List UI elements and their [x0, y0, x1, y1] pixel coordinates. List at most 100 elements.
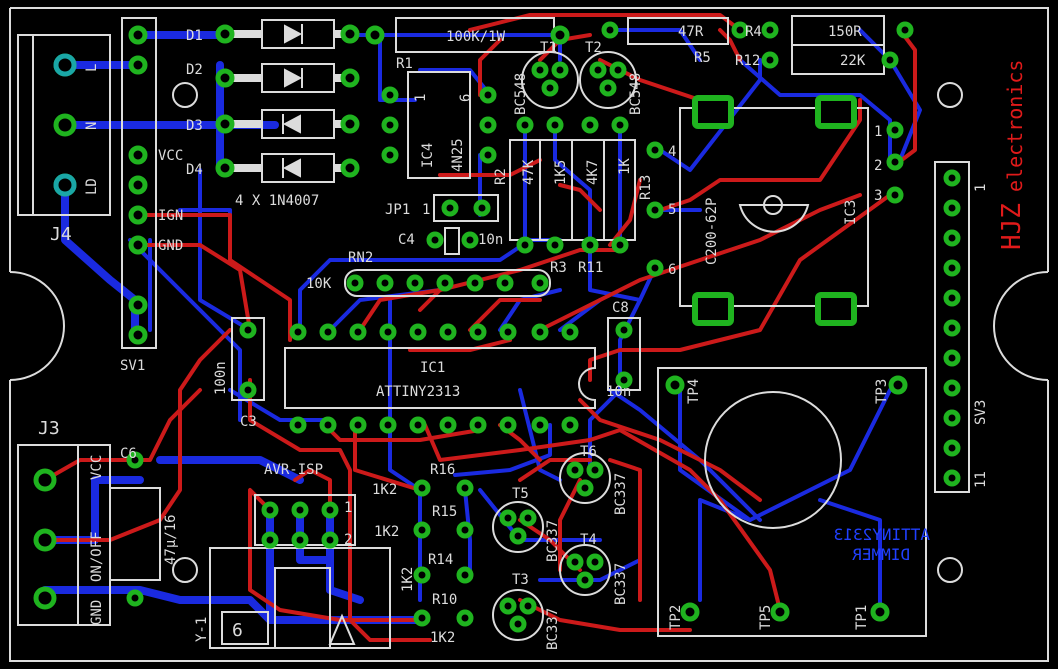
label-r2-value: 47K: [521, 159, 537, 185]
label-r13: R13: [638, 175, 654, 200]
sv3-outline: [934, 161, 970, 493]
t2-outline: [579, 51, 637, 109]
label-r11-value: 4K7: [585, 160, 601, 185]
label-sv3-pin1: 1: [973, 184, 989, 192]
ic4-outline: [407, 71, 471, 179]
label-ign: IGN: [158, 208, 183, 224]
label-ic3-pin2: 2: [874, 158, 882, 174]
label-r15: R15: [432, 504, 457, 520]
label-r10-value: 1K2: [430, 630, 455, 646]
sv1-outline: [121, 17, 157, 349]
label-t5-part: BC337: [545, 520, 561, 562]
r5-outline: [627, 17, 729, 45]
label-ld: LD: [84, 178, 100, 195]
label-r12: R12: [735, 53, 760, 69]
silkscreen-layer: [17, 15, 970, 649]
label-ic3-pin1: 1: [874, 124, 882, 140]
label-diodes: 4 X 1N4007: [235, 193, 319, 209]
label-ic4: IC4: [420, 143, 436, 168]
label-r1-value: 100K/1W: [446, 29, 506, 45]
label-c4: C4: [398, 232, 415, 248]
label-d3: D3: [186, 118, 203, 134]
mount-hole: [172, 82, 198, 108]
label-r12-value: 22K: [840, 53, 866, 69]
label-r3: R3: [550, 260, 567, 276]
mount-hole: [937, 82, 963, 108]
c3-outline: [231, 317, 265, 401]
t6-outline: [559, 452, 611, 504]
board-outline: [9, 7, 1049, 662]
label-avr-isp: AVR-ISP: [264, 462, 323, 478]
label-ic3-pin4: 4: [668, 144, 676, 160]
label-sv1: SV1: [120, 358, 145, 374]
label-t2-part: BC548: [628, 73, 644, 115]
label-jp1: JP1: [385, 202, 410, 218]
label-rn2: RN2: [348, 250, 373, 266]
label-isp-pin1: 1: [344, 500, 352, 516]
label-r1: R1: [396, 56, 413, 72]
label-j3-vcc: VCC: [89, 455, 105, 480]
label-d2: D2: [186, 62, 203, 78]
label-c3: C3: [240, 414, 257, 430]
jp1-outline: [433, 194, 499, 222]
rn2-outline: [344, 269, 551, 297]
label-sv3-pin11: 11: [973, 471, 989, 488]
label-ic3-part: C200-62P: [704, 198, 720, 265]
label-j3: J3: [38, 418, 60, 439]
ic3-pads: [692, 95, 857, 326]
t1-outline: [521, 51, 579, 109]
label-l: L: [84, 64, 100, 72]
ic3-outline: [679, 107, 869, 307]
t3-outline: [492, 589, 544, 641]
label-tp4: TP4: [686, 379, 702, 404]
label-tp5: TP5: [758, 605, 774, 630]
label-t2: T2: [585, 40, 602, 56]
label-t5: T5: [512, 486, 529, 502]
mirrored-board-label: ATTINY2313 DIMMER: [834, 525, 930, 564]
label-ic4-part: 4N25: [450, 138, 466, 172]
label-r15-value: 1K2: [374, 524, 399, 540]
label-t1: T1: [540, 40, 557, 56]
label-ic1: IC1: [420, 360, 445, 376]
label-r5: R5: [694, 50, 711, 66]
label-ic4-pin6: 6: [458, 94, 474, 102]
label-j4: J4: [50, 224, 72, 245]
label-gnd: GND: [158, 238, 183, 254]
label-n: N: [84, 122, 100, 130]
diode-bodies: [225, 30, 350, 172]
silkscreen-text: D1 D2 D3 D4 4 X 1N4007 R1 100K/1W T1 T2 …: [38, 24, 989, 650]
label-t6: T6: [580, 444, 597, 460]
label-t4-part: BC337: [613, 563, 629, 605]
label-r10: R10: [432, 592, 457, 608]
label-sv3: SV3: [973, 400, 989, 425]
mount-hole: [172, 557, 198, 583]
label-tp1: TP1: [854, 605, 870, 630]
label-j3-onoff: ON/OFF: [89, 531, 105, 582]
label-rn2-value: 10K: [306, 276, 332, 292]
label-y1: Y-1: [194, 617, 210, 642]
label-tp2: TP2: [668, 605, 684, 630]
label-r2: R2: [493, 168, 509, 185]
label-c4-value: 10n: [478, 232, 503, 248]
label-c3-value: 100n: [213, 361, 229, 395]
brand-name: HJZ: [997, 203, 1027, 250]
label-c6: C6: [120, 446, 137, 462]
ic1-outline: [284, 347, 596, 409]
board-label-line1: ATTINY2313: [834, 525, 930, 544]
label-r16: R16: [430, 462, 455, 478]
c8-outline: [607, 317, 641, 391]
label-ic3: IC3: [843, 200, 859, 225]
label-isp-pin2: 2: [344, 532, 352, 548]
label-r11: R11: [578, 260, 603, 276]
label-t6-part: BC337: [613, 473, 629, 515]
label-vcc: VCC: [158, 148, 183, 164]
label-d4: D4: [186, 162, 203, 178]
label-d1: D1: [186, 28, 203, 44]
label-t3-part: BC337: [545, 608, 561, 650]
pads-layer: [33, 21, 961, 633]
brand-subtitle: electronics: [1003, 60, 1027, 192]
j4-power-pads: [53, 53, 77, 197]
label-r5-value: 47R: [678, 24, 704, 40]
diode-symbols: [282, 24, 303, 178]
